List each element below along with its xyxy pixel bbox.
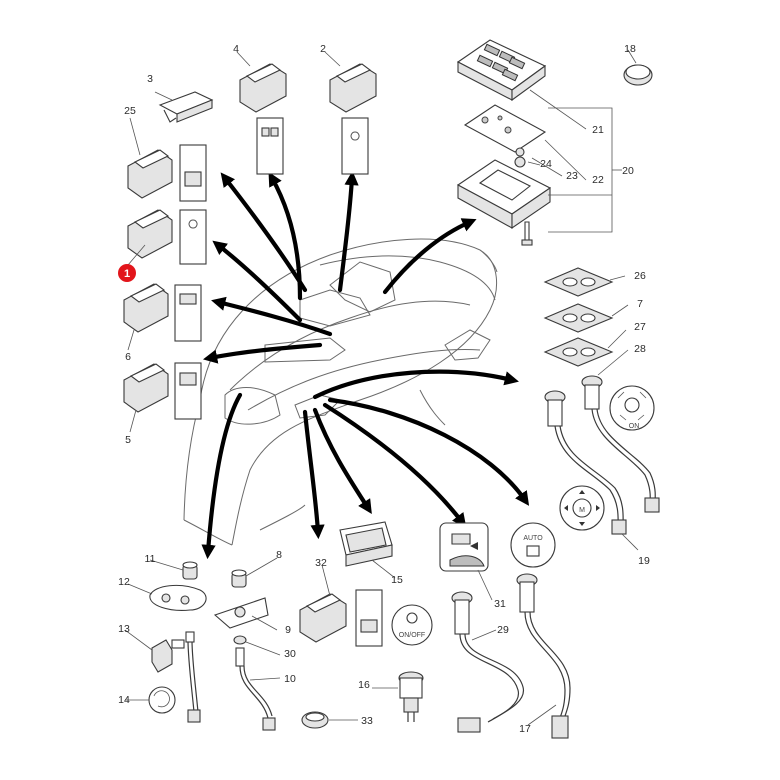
callout-23: 23 bbox=[566, 170, 578, 182]
pushbutton-16 bbox=[398, 671, 424, 722]
blank-cover-3 bbox=[158, 91, 214, 123]
pushbutton-29 bbox=[451, 591, 524, 733]
callout-28: 28 bbox=[634, 343, 646, 355]
rocker-switch-32 bbox=[299, 589, 383, 647]
circuit-board bbox=[463, 104, 547, 153]
plate-7 bbox=[543, 303, 614, 333]
cable-10-left bbox=[185, 631, 201, 723]
plate-9 bbox=[213, 597, 269, 629]
callout-12: 12 bbox=[118, 576, 130, 588]
pushbutton-19b bbox=[581, 375, 660, 513]
callout-9: 9 bbox=[285, 624, 291, 636]
callout-30: 30 bbox=[284, 648, 296, 660]
callout-6: 6 bbox=[125, 351, 131, 363]
callout-25: 25 bbox=[124, 105, 136, 117]
motor-text: M bbox=[579, 507, 585, 514]
callout-15: 15 bbox=[391, 574, 403, 586]
callout-13: 13 bbox=[118, 623, 130, 635]
knob-8 bbox=[231, 569, 247, 588]
callout-24: 24 bbox=[540, 158, 552, 170]
callout-4: 4 bbox=[233, 43, 239, 55]
rocker-switch-5 bbox=[123, 362, 202, 420]
cap-18 bbox=[623, 64, 653, 86]
rocker-switch-2 bbox=[329, 63, 377, 175]
knob-11 bbox=[182, 561, 198, 580]
grommet-33 bbox=[301, 711, 329, 729]
tray-15 bbox=[339, 521, 393, 567]
plate-27 bbox=[543, 337, 614, 367]
callout-2: 2 bbox=[320, 43, 326, 55]
sensor-13 bbox=[151, 639, 185, 673]
on-text: ON bbox=[629, 423, 640, 430]
pushbutton-19a bbox=[544, 390, 627, 535]
callout-18: 18 bbox=[624, 43, 636, 55]
nut-24 bbox=[514, 147, 526, 168]
callout-labels: 2 3 4 5 6 7 8 9 10 11 12 13 14 15 16 17 … bbox=[118, 43, 650, 735]
rocker-switch-4 bbox=[239, 63, 287, 175]
callout-16: 16 bbox=[358, 679, 370, 691]
callout-5: 5 bbox=[125, 434, 131, 446]
callout-17: 17 bbox=[519, 723, 531, 735]
rocker-switch-1 bbox=[127, 209, 207, 265]
leader-lines bbox=[124, 49, 639, 726]
housing-base bbox=[456, 159, 552, 230]
cable-10 bbox=[235, 647, 276, 731]
callout-14: 14 bbox=[118, 694, 130, 706]
rocker-switch-6 bbox=[123, 283, 202, 342]
screw bbox=[521, 221, 533, 246]
keypad-assembly bbox=[456, 39, 547, 102]
rotation-symbol-14 bbox=[148, 686, 176, 714]
callout-26: 26 bbox=[634, 270, 646, 282]
callout-3: 3 bbox=[147, 73, 153, 85]
callout-27: 27 bbox=[634, 321, 646, 333]
marker-label: 1 bbox=[124, 268, 130, 280]
callout-10: 10 bbox=[284, 673, 296, 685]
pushbutton-17 bbox=[516, 573, 571, 739]
arrows bbox=[201, 170, 530, 560]
on-off-symbol: ON/OFF bbox=[391, 604, 433, 646]
auto-symbol: AUTO bbox=[510, 522, 556, 568]
callout-29: 29 bbox=[497, 624, 509, 636]
callout-22: 22 bbox=[592, 174, 604, 186]
on-symbol: ON bbox=[609, 385, 655, 431]
plate-26 bbox=[543, 267, 614, 297]
on-off-text: ON/OFF bbox=[399, 632, 425, 639]
callout-31: 31 bbox=[494, 598, 506, 610]
bracket-12 bbox=[149, 584, 207, 611]
callout-7: 7 bbox=[637, 298, 643, 310]
motor-symbol: M bbox=[559, 485, 605, 531]
callout-11: 11 bbox=[145, 553, 156, 565]
callout-33: 33 bbox=[361, 715, 373, 727]
callout-20: 20 bbox=[622, 165, 634, 177]
auto-text: AUTO bbox=[523, 535, 543, 542]
callout-32: 32 bbox=[315, 557, 327, 569]
highlight-marker: 1 bbox=[118, 264, 136, 282]
callout-21: 21 bbox=[592, 124, 604, 136]
rocker-switch-25 bbox=[127, 144, 207, 202]
washer-30 bbox=[233, 635, 247, 645]
symbol-card-31 bbox=[439, 522, 489, 572]
callout-8: 8 bbox=[276, 549, 282, 561]
callout-19: 19 bbox=[638, 555, 650, 567]
